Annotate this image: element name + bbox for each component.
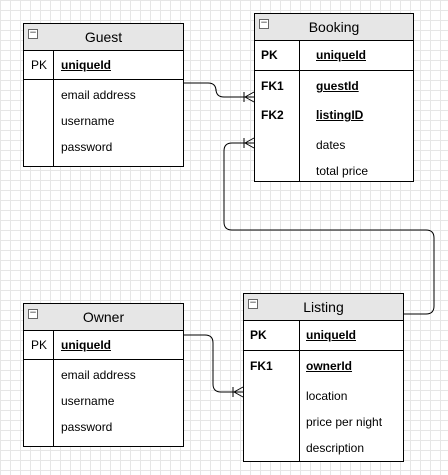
key-column	[255, 71, 300, 182]
guest-header[interactable]: − Guest	[24, 24, 183, 51]
pk-label: PK	[31, 58, 48, 72]
listing-pk-row[interactable]: PK uniqueId	[244, 321, 403, 351]
guest-title: Guest	[84, 29, 123, 45]
key-column	[244, 351, 300, 462]
attribute-total-price: total price	[316, 164, 369, 178]
owner-entity[interactable]: − Owner PK uniqueId email address userna…	[23, 303, 184, 447]
fk-listingid-field: listingID	[316, 108, 364, 122]
collapse-icon[interactable]: −	[248, 298, 258, 309]
attribute-password: password	[61, 140, 113, 154]
attribute-email: email address	[61, 88, 136, 102]
listing-title: Listing	[303, 299, 344, 315]
pk-label: PK	[250, 328, 267, 342]
booking-header[interactable]: − Booking	[255, 14, 413, 41]
owner-title: Owner	[82, 309, 125, 325]
collapse-icon[interactable]: −	[28, 308, 38, 319]
key-column	[24, 360, 54, 447]
pk-field-name: uniqueId	[61, 338, 111, 352]
owner-header[interactable]: − Owner	[24, 304, 183, 331]
guest-booking-connector	[184, 82, 254, 98]
pk-label: PK	[31, 338, 48, 352]
listing-header[interactable]: − Listing	[244, 294, 403, 321]
attribute-username: username	[61, 394, 115, 408]
fk-ownerid-field: ownerId	[306, 359, 353, 373]
listing-booking-connector	[223, 142, 435, 315]
attribute-password: password	[61, 420, 113, 434]
attribute-dates: dates	[316, 138, 346, 152]
guest-pk-row[interactable]: PK uniqueId	[24, 51, 183, 80]
attribute-location: location	[306, 389, 348, 403]
owner-pk-row[interactable]: PK uniqueId	[24, 331, 183, 360]
collapse-icon[interactable]: −	[28, 28, 38, 39]
booking-title: Booking	[308, 19, 360, 35]
key-column	[244, 321, 300, 350]
listing-entity[interactable]: − Listing PK uniqueId FK1 ownerId locati…	[243, 293, 404, 462]
crows-foot-icon	[243, 137, 255, 149]
booking-entity[interactable]: − Booking PK uniqueId FK1 guestId FK2 li…	[254, 13, 414, 182]
fk1-label: FK1	[250, 359, 273, 373]
attribute-email: email address	[61, 368, 136, 382]
crows-foot-icon	[232, 386, 244, 398]
guest-entity[interactable]: − Guest PK uniqueId email address userna…	[23, 23, 184, 167]
fk1-label: FK1	[261, 79, 284, 93]
pk-field-name: uniqueId	[316, 48, 366, 62]
owner-listing-connector	[184, 334, 243, 393]
owner-attributes: email address username password	[24, 360, 183, 447]
fk-guestid-field: guestId	[316, 79, 359, 93]
guest-attributes: email address username password	[24, 80, 183, 167]
crows-foot-icon	[243, 91, 255, 103]
key-column	[24, 331, 54, 359]
listing-attributes: FK1 ownerId location price per night des…	[244, 351, 403, 462]
key-column	[255, 41, 300, 70]
attribute-username: username	[61, 114, 115, 128]
booking-pk-row[interactable]: PK uniqueId	[255, 41, 413, 71]
pk-label: PK	[261, 48, 278, 62]
fk2-label: FK2	[261, 108, 284, 122]
attribute-price-per-night: price per night	[306, 415, 383, 429]
key-column	[24, 51, 54, 79]
collapse-icon[interactable]: −	[259, 18, 269, 29]
booking-attributes: FK1 guestId FK2 listingID dates total pr…	[255, 71, 413, 182]
pk-field-name: uniqueId	[61, 58, 111, 72]
pk-field-name: uniqueId	[306, 328, 356, 342]
key-column	[24, 80, 54, 167]
attribute-description: description	[306, 441, 365, 455]
